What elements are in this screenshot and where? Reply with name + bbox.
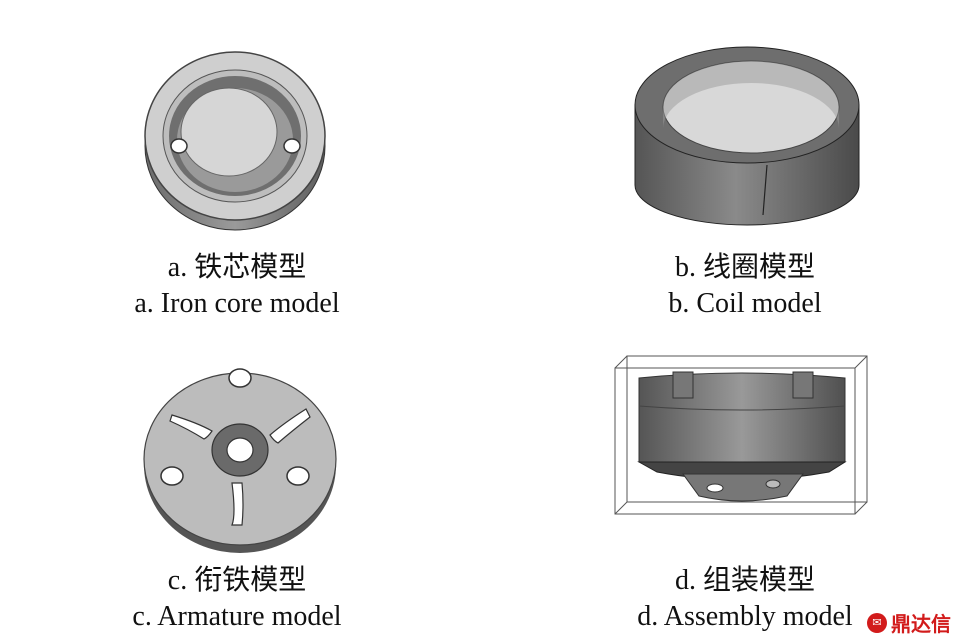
coil-caption: b. 线圈模型 b. Coil model — [565, 250, 925, 322]
assembly-model-figure — [614, 355, 868, 515]
assembly-label-cn: d. 组装模型 — [674, 565, 815, 596]
watermark-text: 鼎达信 — [891, 612, 951, 636]
coil-label-en: b. Coil model — [668, 288, 822, 319]
armature-model-figure — [143, 368, 337, 553]
iron-core-label-en: a. Iron core model — [134, 288, 340, 319]
watermark-logo: ✉ 鼎达信 — [867, 608, 951, 637]
assembly-caption: d. 组装模型 d. Assembly model — [565, 563, 925, 635]
assembly-label-en: d. Assembly model — [637, 601, 853, 632]
iron-core-caption: a. 铁芯模型 a. Iron core model — [57, 250, 417, 322]
watermark-badge-icon: ✉ — [867, 612, 887, 633]
coil-model-figure — [634, 46, 860, 226]
armature-label-cn: c. 衔铁模型 — [167, 565, 307, 596]
armature-caption: c. 衔铁模型 c. Armature model — [57, 563, 417, 635]
coil-label-cn: b. 线圈模型 — [674, 252, 815, 283]
iron-core-model-figure — [144, 51, 326, 231]
armature-label-en: c. Armature model — [132, 601, 342, 632]
iron-core-label-cn: a. 铁芯模型 — [167, 252, 307, 283]
